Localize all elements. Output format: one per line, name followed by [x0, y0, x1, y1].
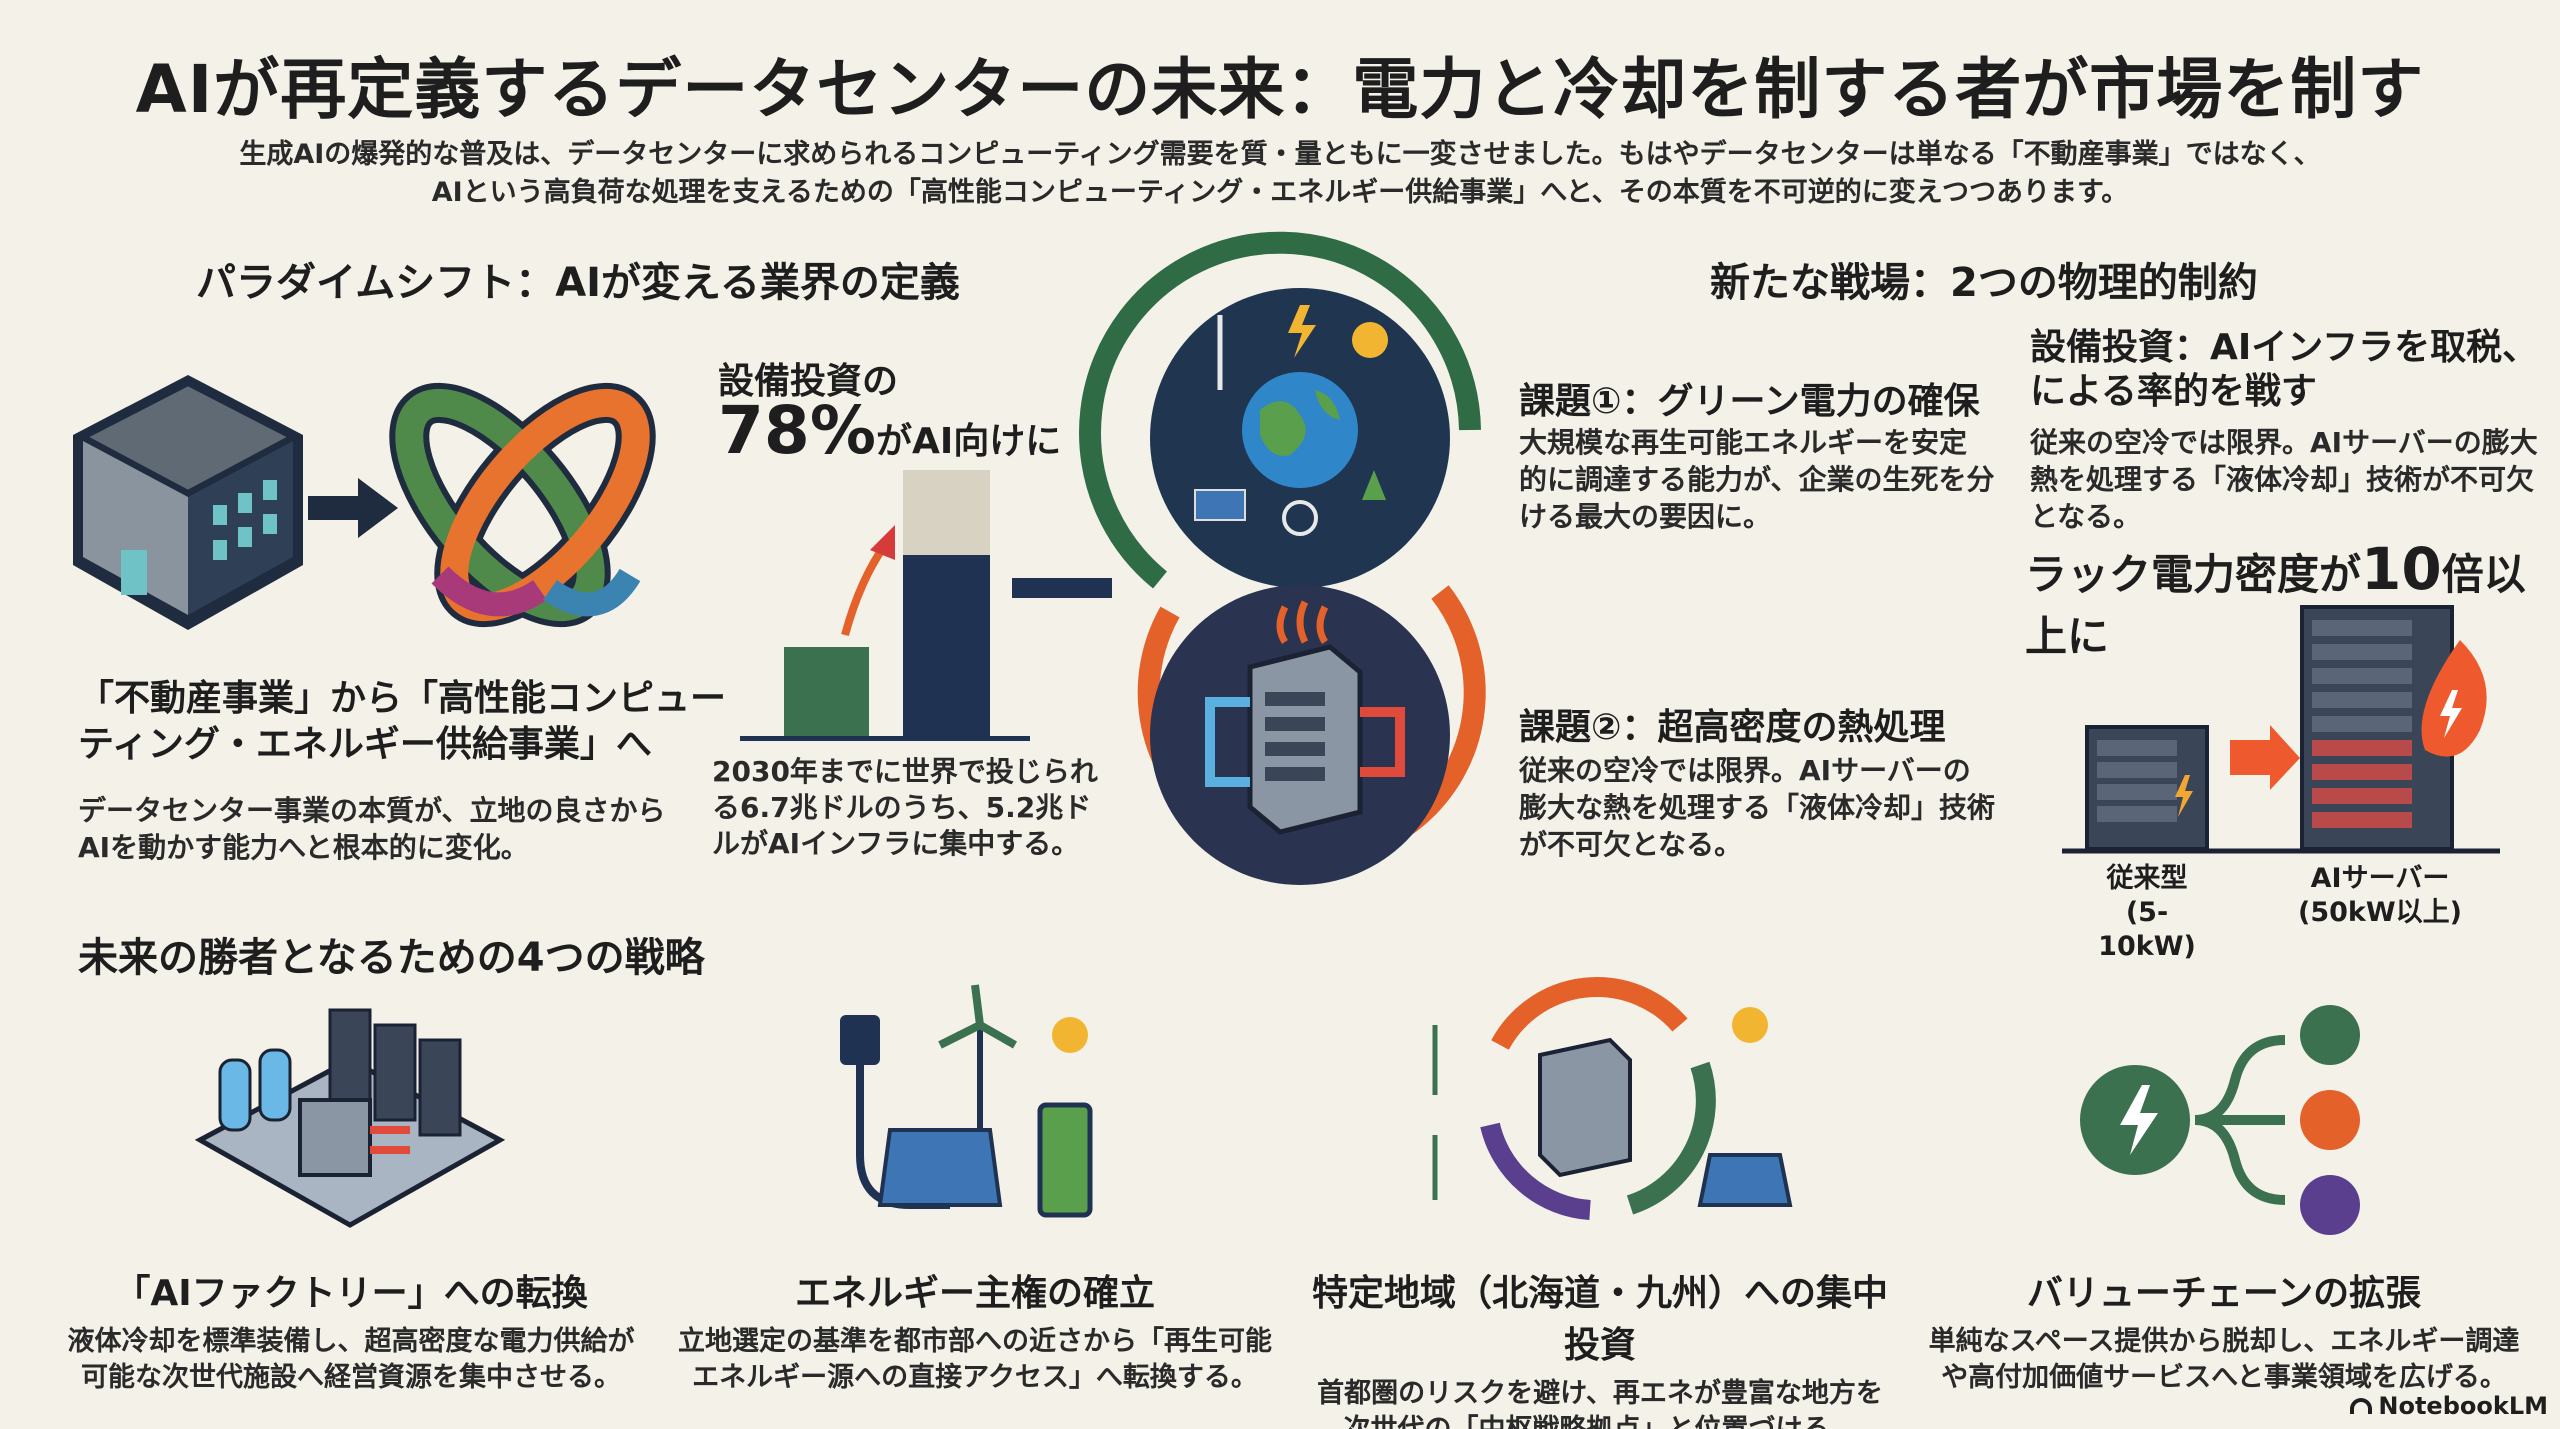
ai-label: AIサーバー	[2310, 863, 2450, 894]
capex-infra-title: 設備投資：AIインフラを取税、 による率的を戦す	[2030, 326, 2538, 414]
strategy-desc-line-2: 次世代の「中枢戦略拠点」と位置づける。	[1300, 1412, 1900, 1429]
capex-label: 設備投資の	[718, 361, 899, 402]
strategy-card-2: エネルギー主権の確立 立地選定の基準を都市部への近さから「再生可能 エネルギー源…	[675, 1264, 1275, 1396]
capex-infra-line-2: 熱を処理する「液体冷却」技術が不可欠	[2030, 463, 2535, 496]
issue2-line-1: 従来の空冷では限界。AIサーバーの	[1519, 754, 1971, 787]
strategy-title: 特定地域（北海道・九州）への集中投資	[1311, 1273, 1888, 1366]
capex-infra-title-line-2: による率的を戦す	[2030, 371, 2317, 412]
paradigm-body-line-1: データセンター事業の本質が、立地の良さから	[78, 794, 666, 827]
subtitle-line-1: 生成AIの爆発的な普及は、データセンターに求められるコンピューティング需要を質・…	[239, 139, 2321, 170]
capex-note: 2030年までに世界で投じられ る6.7兆ドルのうち、5.2兆ド ルがAIインフ…	[712, 754, 1098, 862]
strategy-title: バリューチェーンの拡張	[2026, 1273, 2422, 1314]
capex-value: 78%	[718, 392, 876, 469]
strategy-desc-line-2: や高付加価値サービスへと事業領域を広げる。	[1941, 1362, 2507, 1393]
ai-factory-icon	[194, 1008, 506, 1228]
server-comparison-icon	[2062, 605, 2500, 854]
regional-investment-icon	[1432, 977, 1793, 1220]
capex-bar-small	[784, 647, 869, 738]
capex-stat: 78%がAI向けに	[718, 392, 1061, 469]
issue2-line-3: が不可欠となる。	[1519, 828, 1743, 861]
brand-label: NotebookLM	[2378, 1392, 2548, 1420]
strategy-title: エネルギー主権の確立	[794, 1273, 1155, 1314]
capex-note-line-1: 2030年までに世界で投じられ	[712, 755, 1098, 788]
strategy-desc-line-2: エネルギー源への直接アクセス」へ転換する。	[692, 1362, 1258, 1393]
capex-note-line-3: ルがAIインフラに集中する。	[712, 827, 1080, 860]
battlefield-heading: 新たな戦場：2つの物理的制約	[1710, 260, 2258, 306]
issue2-line-2: 膨大な熱を処理する「液体冷却」技術	[1519, 791, 1996, 824]
notebooklm-watermark: NotebookLM	[2350, 1392, 2548, 1420]
strategy-desc-line-1: 単純なスペース提供から脱却し、エネルギー調達	[1928, 1326, 2520, 1357]
capex-bar-ai-share	[903, 555, 990, 738]
strategies-heading: 未来の勝者となるための4つの戦略	[78, 935, 705, 981]
strategy-card-4: バリューチェーンの拡張 単純なスペース提供から脱却し、エネルギー調達 や高付加価…	[1924, 1264, 2524, 1396]
paradigm-body-line-2: AIを動かす能力へと根本的に変化。	[78, 831, 529, 864]
capex-suffix: がAI向けに	[875, 421, 1062, 462]
strategy-desc-line-2: 可能な次世代施設へ経営資源を集中させる。	[81, 1362, 621, 1393]
capex-infra-title-line-1: 設備投資：AIインフラを取税、	[2030, 327, 2539, 368]
capex-infra-body: 従来の空冷では限界。AIサーバーの膨大 熱を処理する「液体冷却」技術が不可欠 と…	[2030, 424, 2538, 535]
issue1-line-1: 大規模な再生可能エネルギーを安定	[1519, 426, 1968, 459]
paradigm-lead-line-2: ティング・エネルギー供給事業」へ	[78, 724, 652, 765]
issue1-title: 課題①：グリーン電力の確保	[1519, 381, 1980, 422]
cooling-circle-icon	[1137, 585, 1486, 885]
rack-prefix: ラック電力密度が	[2025, 550, 2362, 599]
issue1-body: 大規模な再生可能エネルギーを安定 的に調達する能力が、企業の生死を分 ける最大の…	[1519, 424, 1994, 535]
issue1-line-3: ける最大の要因に。	[1519, 500, 1772, 533]
strategy-card-3: 特定地域（北海道・九州）への集中投資 首都圏のリスクを避け、再エネが豊富な地方を…	[1300, 1264, 1900, 1429]
paradigm-body: データセンター事業の本質が、立地の良さから AIを動かす能力へと根本的に変化。	[78, 792, 665, 866]
chart-baseline	[740, 736, 1030, 741]
issue2-title: 課題②：超高密度の熱処理	[1519, 707, 1946, 748]
rack-density-stat: ラック電力密度が10倍以上に	[2025, 535, 2560, 664]
value-chain-icon	[2080, 1005, 2360, 1235]
capex-note-line-2: る6.7兆ドルのうち、5.2兆ド	[712, 791, 1092, 824]
green-energy-circle-icon	[1079, 231, 1481, 589]
issue2-body: 従来の空冷では限界。AIサーバーの 膨大な熱を処理する「液体冷却」技術 が不可欠…	[1519, 752, 1995, 863]
paradigm-lead: 「不動産事業」から「高性能コンピュー ティング・エネルギー供給事業」へ	[78, 676, 726, 768]
notebooklm-logo-icon	[2350, 1398, 2373, 1414]
strategy-desc-line-1: 立地選定の基準を都市部への近さから「再生可能	[678, 1326, 1272, 1357]
ai-server-label: AIサーバー (50kW以上)	[2290, 862, 2470, 930]
capex-infra-line-1: 従来の空冷では限界。AIサーバーの膨大	[2030, 426, 2538, 459]
energy-sovereignty-icon	[840, 984, 1093, 1218]
connector-line	[1012, 578, 1112, 598]
ai-power: (50kW以上)	[2298, 897, 2462, 928]
growth-arrow-icon	[841, 525, 895, 637]
strategy-card-1: 「AIファクトリー」への転換 液体冷却を標準装備し、超高密度な電力供給が 可能な…	[51, 1264, 651, 1396]
strategy-desc-line-1: 液体冷却を標準装備し、超高密度な電力供給が	[67, 1326, 635, 1357]
strategy-title: 「AIファクトリー」への転換	[114, 1273, 588, 1314]
arrow-right-icon	[308, 478, 398, 538]
rack-value: 10	[2361, 535, 2442, 603]
paradigm-lead-line-1: 「不動産事業」から「高性能コンピュー	[78, 678, 727, 719]
capex-infra-line-3: となる。	[2030, 500, 2142, 533]
strategy-desc-line-1: 首都圏のリスクを避け、再エネが豊富な地方を	[1317, 1378, 1883, 1409]
rack-suffix: 倍以上に	[2025, 550, 2526, 661]
legacy-server-label: 従来型 (5-10kW)	[2087, 862, 2207, 964]
intertwined-rings-icon	[389, 382, 656, 628]
legacy-power: (5-10kW)	[2098, 897, 2196, 962]
page-title: AIが再定義するデータセンターの未来：電力と冷却を制する者が市場を制す	[135, 51, 2425, 128]
building-icon	[73, 375, 303, 630]
issue1-line-2: 的に調達する能力が、企業の生死を分	[1519, 463, 1995, 496]
subtitle-line-2: AIという高負荷な処理を支えるための「高性能コンピューティング・エネルギー供給事…	[431, 177, 2129, 208]
legacy-label: 従来型	[2106, 863, 2188, 894]
paradigm-heading: パラダイムシフト：AIが変える業界の定義	[196, 260, 960, 306]
